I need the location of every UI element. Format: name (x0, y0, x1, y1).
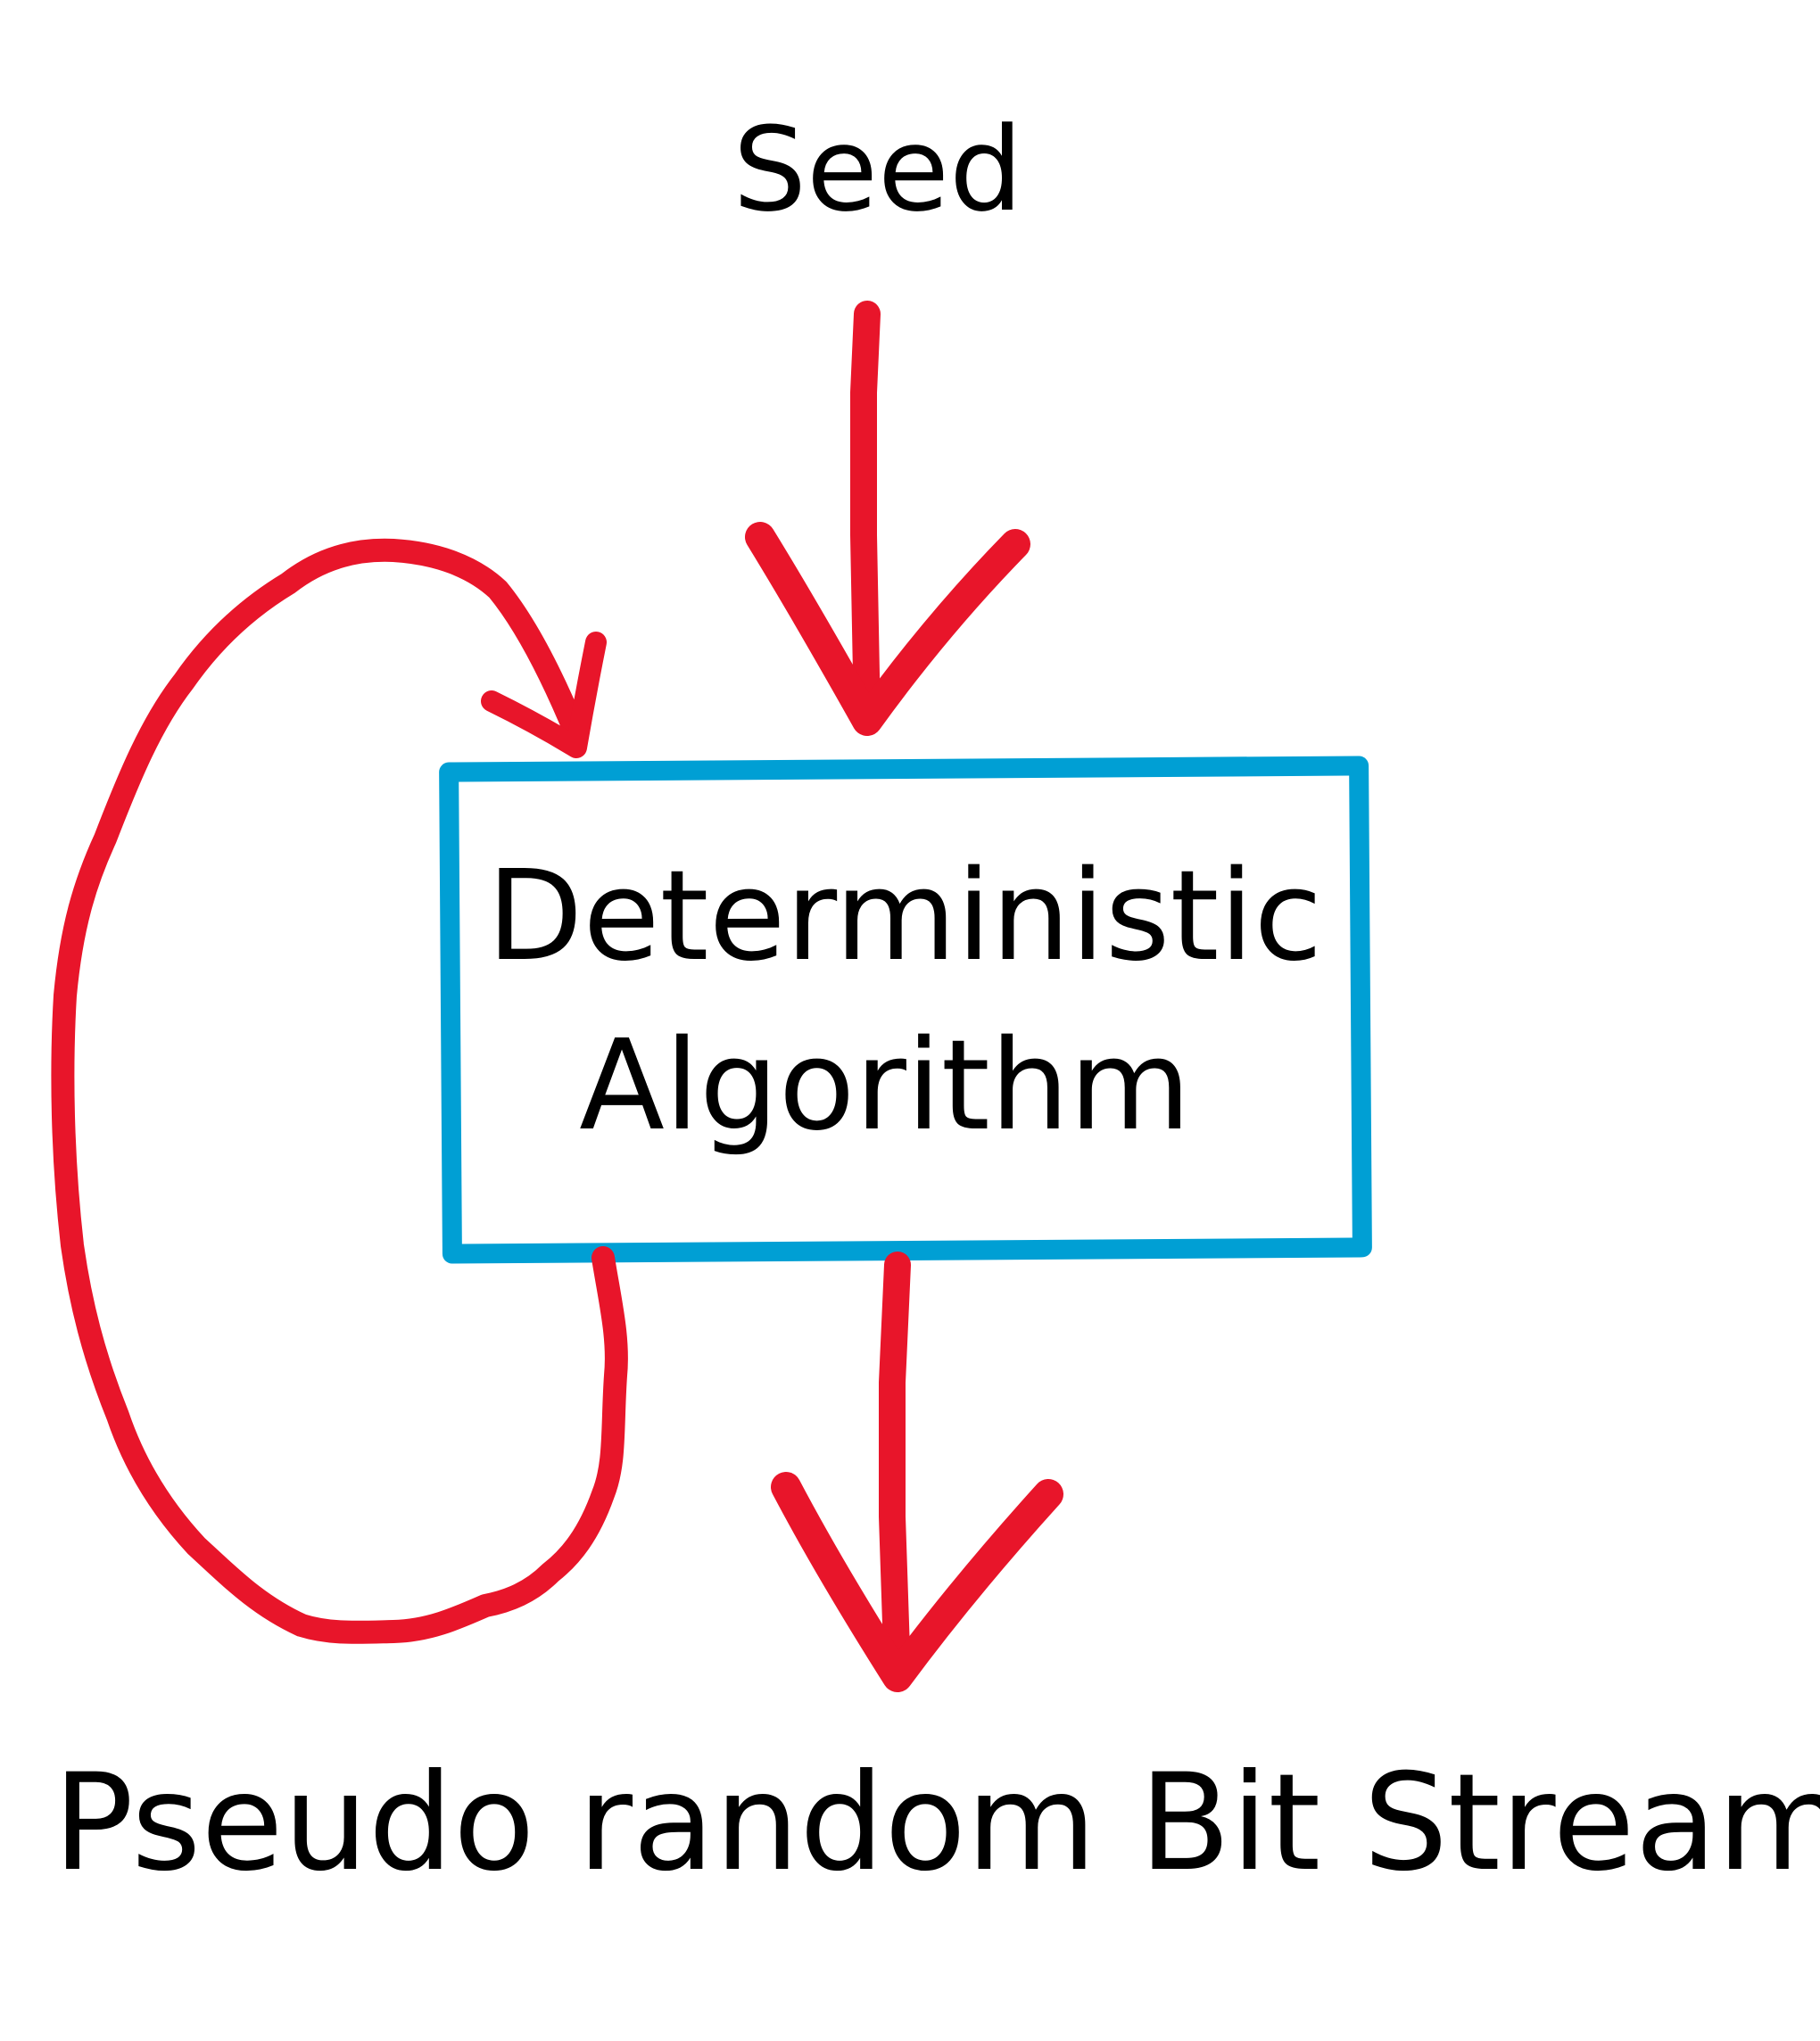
output-label: Pseudo random Bit Stream (53, 1746, 1820, 1901)
output-arrow (771, 1252, 1063, 1692)
feedback-loop-arrow (51, 538, 628, 1644)
seed-arrow (745, 301, 1030, 736)
box-label-line1: Deterministic (487, 844, 1323, 989)
seed-label: Seed (733, 102, 1023, 237)
box-label-line2: Algorithm (579, 1013, 1191, 1159)
algorithm-box (439, 756, 1372, 1264)
